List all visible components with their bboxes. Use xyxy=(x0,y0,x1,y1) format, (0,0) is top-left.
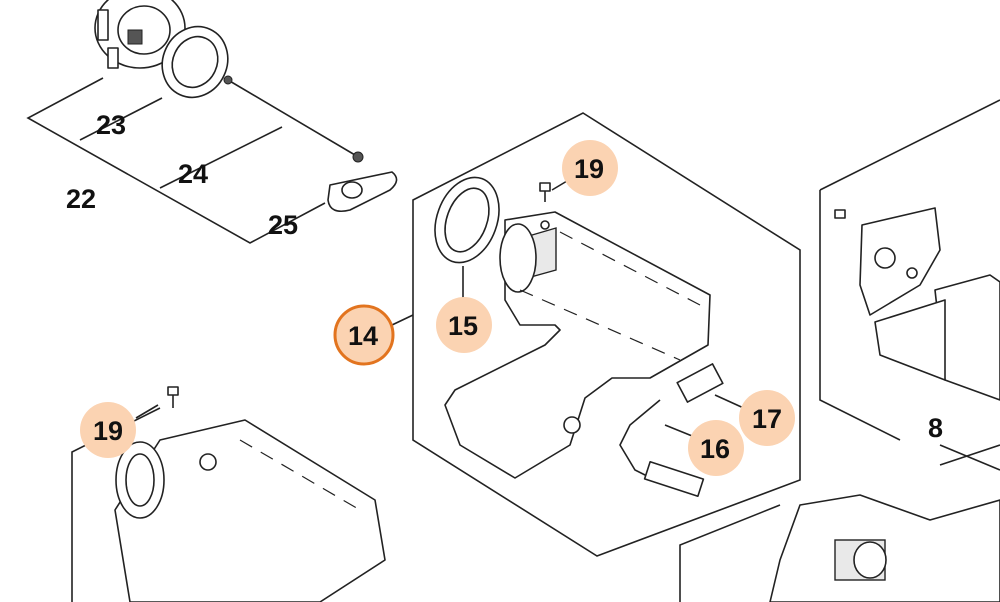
callout-17[interactable]: 17 xyxy=(739,390,795,446)
tank-housing-left[interactable] xyxy=(71,386,386,602)
callout-19-bottom-label: 19 xyxy=(93,416,123,446)
callout-14[interactable]: 14 xyxy=(333,304,395,366)
callout-8[interactable]: 8 xyxy=(928,413,943,443)
callout-14-badge xyxy=(333,304,395,366)
callout-19-top[interactable]: 19 xyxy=(562,140,618,196)
callout-15-badge xyxy=(436,297,492,353)
crankcase-group[interactable] xyxy=(679,99,1000,602)
callout-22[interactable]: 22 xyxy=(66,184,96,214)
callout-19-top-label: 19 xyxy=(574,154,604,184)
callout-14-label: 14 xyxy=(348,321,378,351)
oil-cap-assembly[interactable] xyxy=(26,0,398,244)
callout-22-label: 22 xyxy=(66,184,96,214)
callout-25-label: 25 xyxy=(268,210,298,240)
callout-24[interactable]: 24 xyxy=(178,159,208,189)
callout-17-badge xyxy=(739,390,795,446)
callout-8-label: 8 xyxy=(928,413,943,443)
callout-15-label: 15 xyxy=(448,311,478,341)
callout-23-label: 23 xyxy=(96,110,126,140)
callout-19-bottom[interactable]: 19 xyxy=(80,402,136,458)
callout-23[interactable]: 23 xyxy=(96,110,126,140)
callout-16-label: 16 xyxy=(700,434,730,464)
callout-24-label: 24 xyxy=(178,159,208,189)
callout-16-badge xyxy=(688,420,744,476)
callout-25[interactable]: 25 xyxy=(268,210,298,240)
callout-19-bottom-badge xyxy=(80,402,136,458)
callout-19-top-badge xyxy=(562,140,618,196)
callout-16[interactable]: 16 xyxy=(688,420,744,476)
callout-15[interactable]: 15 xyxy=(436,297,492,353)
callout-17-label: 17 xyxy=(752,404,782,434)
oil-tank-group[interactable] xyxy=(391,112,801,557)
